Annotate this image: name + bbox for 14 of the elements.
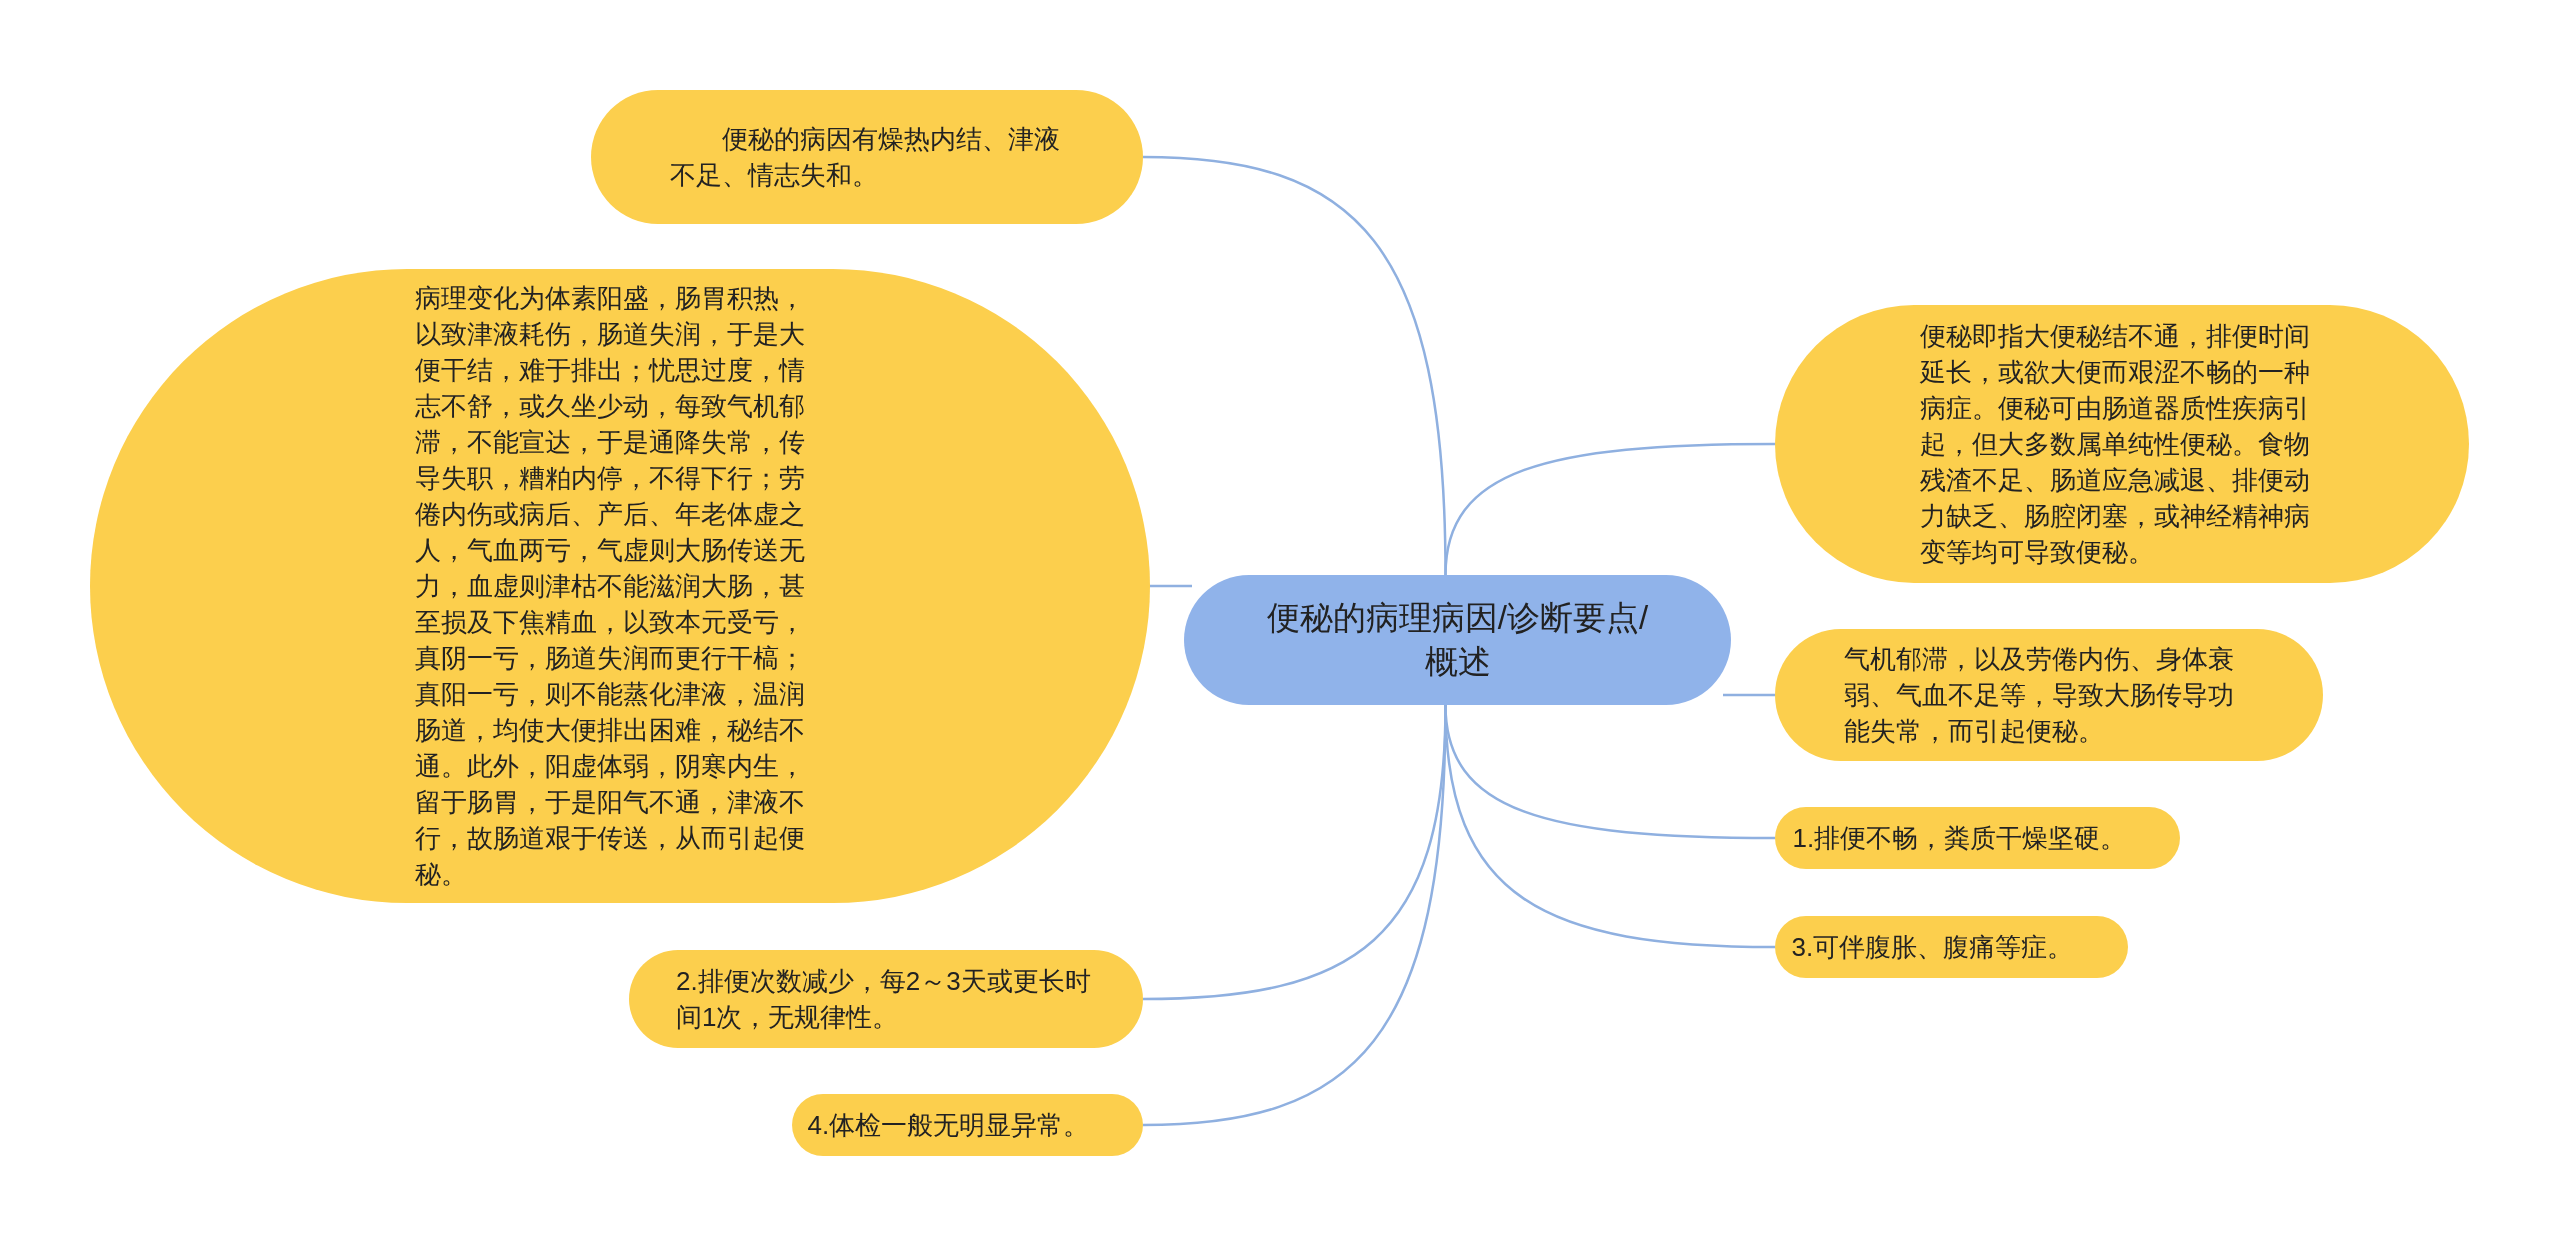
topic-text: 便秘的病因有燥热内结、津液不足、情志失和。 [669, 123, 1061, 192]
topic-text: 便秘即指大便秘结不通，排便时间延长，或欲大便而艰涩不畅的一种病症。便秘可由肠道器质性疾病引起，但大多数属单纯性便秘。食物残渣不足、肠道应急减退、排便动力缺乏、肠腔闭塞，或神经精神病变等均可导致便秘。 [1919, 320, 2311, 569]
connector-line [1444, 442, 1775, 576]
topic-text: 1.排便不畅，粪质干燥坚硬。 [1792, 822, 2128, 855]
topic-bubble [1775, 916, 2128, 978]
topic-text: 气机郁滞，以及劳倦内伤、身体衰弱、气血不足等，导致大肠传导功能失常，而引起便秘。 [1844, 643, 2235, 748]
topic-bubble [1775, 807, 2180, 869]
topic-text: 2.排便次数减少，每2～3天或更长时间1次，无规律性。 [676, 965, 1092, 1034]
topic-title: 便秘的病理病因/诊断要点/概述 [1265, 598, 1650, 682]
connector-line [1150, 584, 1192, 588]
connector-line [1723, 693, 1775, 697]
topic-text: 病理变化为体素阳盛，肠胃积热，以致津液耗伤，肠道失润，于是大便干结，难于排出；忧思过度，情志不舒，或久坐少动，每致气机郁滞，不能宣达，于是通降失常，传导失职，糟粕内停，不得下行；劳倦内伤或病后、产后、年老体虚之人，气血两亏，气虚则大肠传送无力，血虚则津枯不能滋润大肠，甚至损及下焦精血，以致本元受亏，真阴一亏，肠道失润而更行干槁；真阳一亏，则不能蒸化津液，温润肠道，均使大便排出困难，秘结不通。此外，阳虚体弱，阴寒内生，留于肠胃，于是阳气不通，津液不行，故肠道艰于传送，从而引起便秘。 [415, 282, 806, 891]
topic-text: 3.可伴腹胀、腹痛等症。 [1791, 931, 2075, 964]
topic-text: 4.体检一般无明显异常。 [807, 1109, 1091, 1142]
